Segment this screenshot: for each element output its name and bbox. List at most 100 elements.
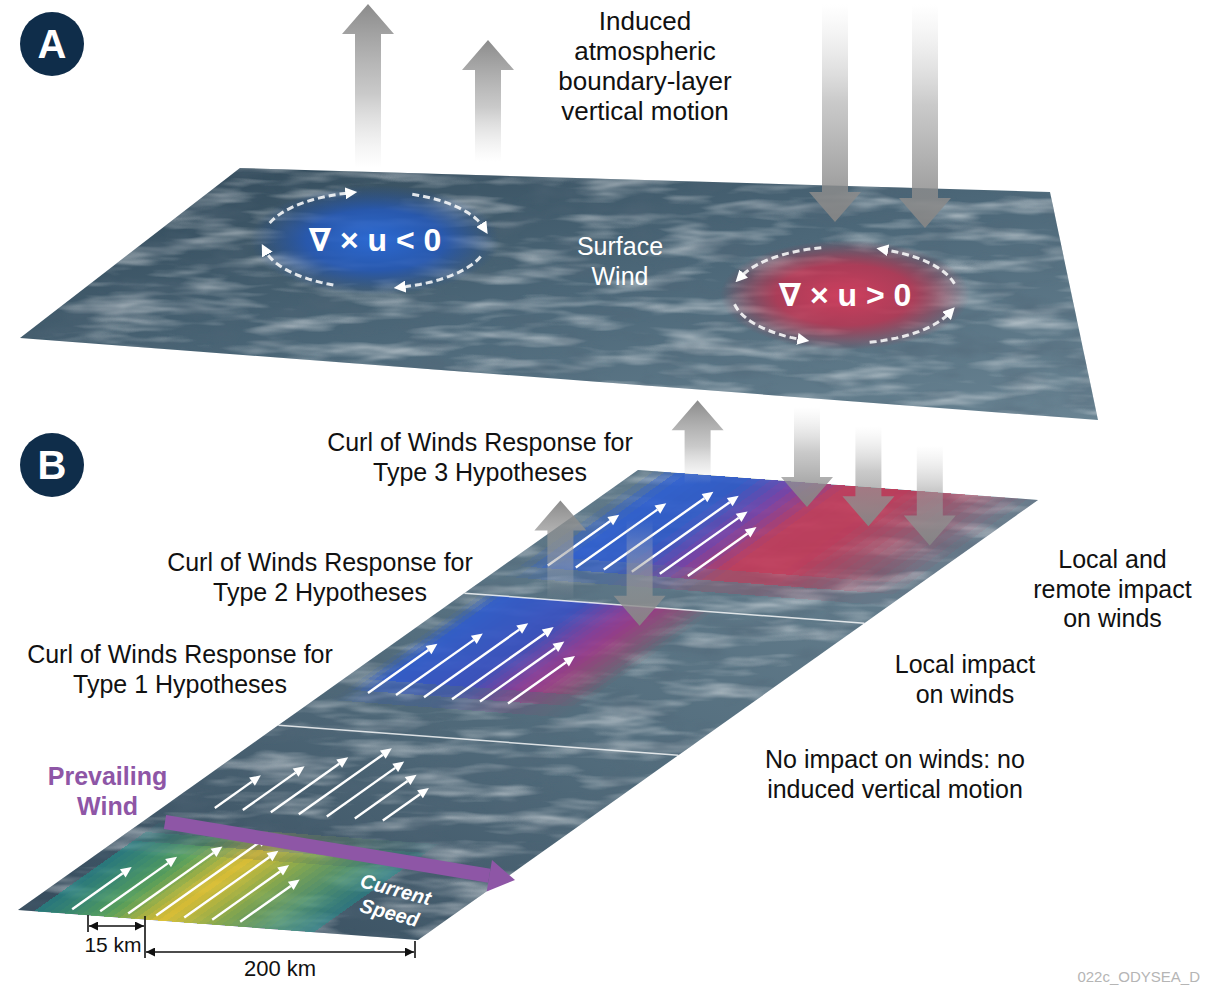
wind-vector-head (392, 762, 404, 772)
wind-vector-head (745, 527, 757, 538)
wind-vector (271, 764, 339, 813)
wind-vector-head (277, 865, 289, 876)
color-cell (968, 531, 994, 542)
dimension-label: 15 km (78, 933, 148, 958)
prevailing-wind-head (487, 860, 515, 892)
wind-vector (215, 782, 252, 808)
node-text: B (38, 443, 67, 488)
wind-vector (688, 534, 748, 576)
wind-vector-head (727, 496, 739, 507)
wind-vector (383, 794, 420, 820)
vertical-motion-arrow (672, 400, 724, 484)
color-cell (998, 510, 1024, 521)
wind-vector-head (417, 788, 429, 798)
color-cell (953, 541, 979, 552)
color-cell (306, 923, 326, 932)
ocean-strip (18, 470, 1038, 940)
vertical-motion-arrow (809, 4, 861, 222)
curl-region-label: ∇ × u < 0 (250, 185, 500, 295)
color-cell (983, 520, 1009, 531)
section-divider (278, 725, 678, 755)
vertical-motion-arrow (781, 407, 833, 507)
wind-vector-head (471, 634, 483, 644)
panel-letter: A (20, 12, 84, 76)
wind-vector (604, 498, 705, 569)
wind-vector (480, 648, 555, 701)
wind-vector-head (405, 775, 417, 785)
color-cell (676, 622, 697, 633)
surface-wind-arrow (740, 248, 822, 278)
dimension-label: 200 km (230, 956, 330, 982)
curl-ellipse (720, 240, 970, 350)
surface-wind-arrow (870, 312, 951, 343)
impact-note: No impact on winds: no induced vertical … (745, 745, 1045, 804)
ocean-texture (18, 470, 1038, 940)
wind-vector-head (563, 656, 575, 666)
vertical-motion-arrow (462, 40, 514, 162)
panel-letter: B (20, 433, 84, 497)
prevailing-wind-arrow (165, 822, 489, 876)
wind-vector (240, 886, 291, 922)
color-cell (691, 611, 712, 622)
wind-vector-head (553, 642, 565, 652)
hypothesis-label: Curl of Winds Response for Type 3 Hypoth… (310, 428, 650, 487)
vertical-motion-arrow (904, 445, 956, 545)
wind-vector-head (267, 851, 279, 862)
color-cell (632, 654, 653, 665)
dimension-tick (144, 916, 146, 958)
surface-wind-arrow (270, 193, 352, 223)
wind-vector (243, 773, 296, 810)
vertical-motion-arrow (534, 500, 586, 600)
hypothesis-label: Curl of Winds Response for Type 1 Hypoth… (10, 640, 350, 699)
color-cell (938, 552, 964, 563)
color-cell (617, 664, 638, 675)
wind-vector-head (426, 644, 438, 655)
wind-vector-head (120, 867, 132, 877)
wind-vector-head (542, 627, 554, 638)
wind-vector-head (293, 766, 305, 776)
vertical-motion-arrow (842, 426, 894, 526)
wind-vector (508, 662, 566, 703)
surface-wind-arrow (400, 257, 481, 288)
color-cell (879, 594, 905, 605)
wind-vector (660, 518, 739, 574)
wind-vector (327, 768, 395, 817)
color-cell (418, 844, 438, 853)
vertical-motion-arrow (342, 4, 394, 168)
vertical-motion-arrow (899, 4, 951, 228)
wind-vector-head (249, 775, 261, 785)
dimension-tick (87, 915, 89, 932)
prevailing-wind-label: Prevailing Wind (25, 762, 190, 821)
wind-vector-head (288, 880, 300, 890)
wind-vector (212, 872, 280, 920)
watermark: 022c_ODYSEA_D (1040, 968, 1200, 986)
color-cell (572, 696, 593, 707)
wind-vector-head (607, 515, 619, 526)
color-cell (331, 905, 351, 914)
curl-ellipse (250, 185, 500, 295)
wind-vectors (72, 492, 756, 922)
remote-curl-region (505, 471, 1038, 605)
wind-vector-head (165, 857, 177, 868)
dimension-tick (414, 941, 416, 958)
wind-vector-head (211, 847, 223, 858)
wind-vector (396, 640, 474, 695)
color-cell (923, 563, 949, 574)
wind-vector (424, 630, 519, 698)
node-text: ∇ × u > 0 (779, 276, 912, 314)
wind-vector-head (380, 748, 392, 758)
color-cell (1013, 499, 1039, 510)
ocean-texture (18, 470, 1038, 940)
wind-vector-head (516, 623, 528, 633)
heading-note: Induced atmospheric boundary-layer verti… (530, 6, 760, 126)
dimension-line (89, 925, 144, 927)
curl-region-label: ∇ × u > 0 (720, 240, 970, 350)
color-cell (908, 573, 934, 584)
impact-note: Local and remote impact on winds (1020, 545, 1205, 634)
wind-vector (72, 873, 123, 909)
color-cell (661, 632, 682, 643)
wind-vector-head (655, 503, 667, 513)
wind-vector (156, 843, 259, 916)
local-curl-region (332, 594, 713, 717)
